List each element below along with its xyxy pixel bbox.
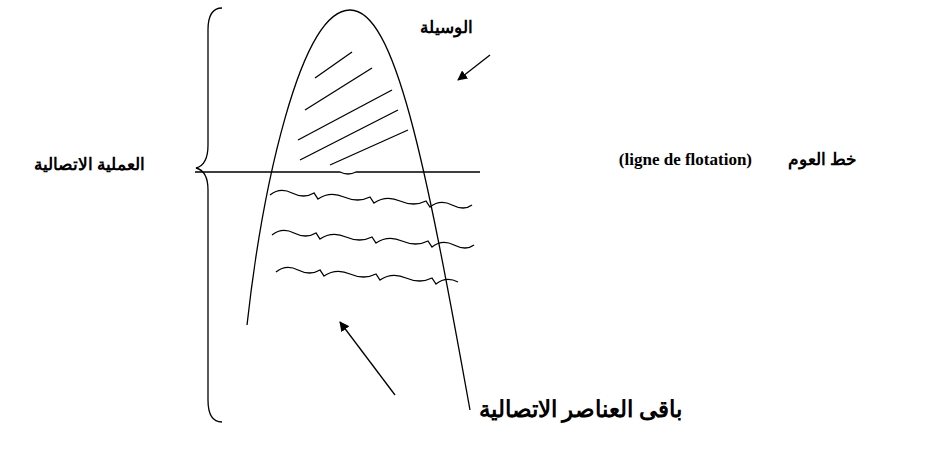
waves: [270, 190, 474, 284]
part-label: باقى العناصر الاتصالية: [479, 396, 683, 424]
part-label: الوسيلة: [420, 18, 473, 38]
pointer-arrow: [340, 322, 395, 395]
hatching: [298, 52, 408, 165]
group-label: العملية الاتصالية: [34, 155, 145, 175]
part-label: (ligne de flotation): [619, 150, 752, 170]
pointer-arrow: [458, 55, 490, 80]
iceberg-outline: [247, 10, 470, 410]
curly-brace: [196, 8, 222, 422]
part-label: خط العوم: [788, 150, 857, 170]
waterline: [195, 172, 480, 174]
